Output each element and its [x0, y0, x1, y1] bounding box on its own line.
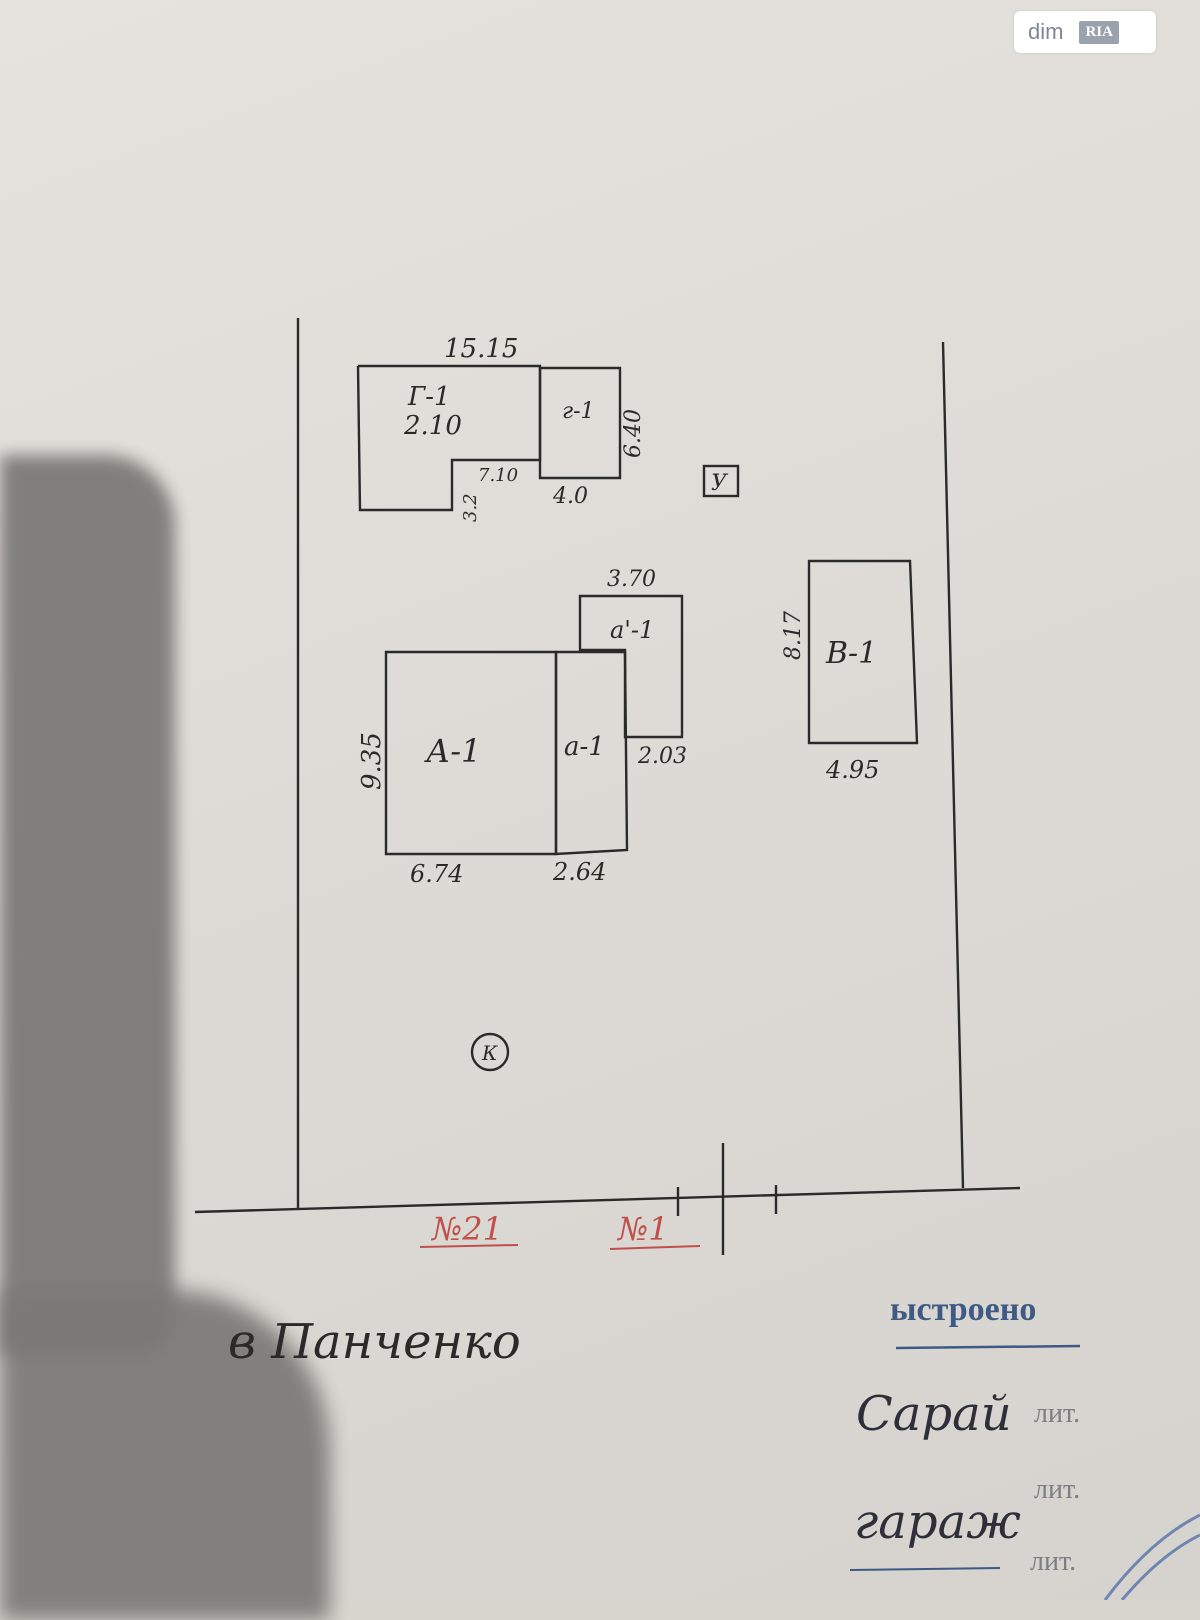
- street-boundary-line: [194, 1186, 1021, 1214]
- stamp-header-underline: [895, 1344, 1081, 1350]
- dim-building-B-bottom: 4.95: [825, 756, 879, 784]
- lot-21-underline: [419, 1244, 519, 1248]
- stamp-line1-print: лит.: [1034, 1398, 1080, 1429]
- dim-building-a-bottom: 2.64: [552, 858, 606, 886]
- hand-shadow: [0, 455, 175, 1355]
- dim-notch-vertical: 3.2: [460, 493, 481, 522]
- toilet-box: [702, 464, 740, 498]
- building-z-outline: [538, 366, 622, 480]
- dim-building-g: 2.10: [403, 411, 462, 441]
- stamp-line3-print: лит.: [1030, 1546, 1076, 1577]
- street-name: в Панченко: [228, 1314, 521, 1370]
- dim-building-z-right: 6.40: [621, 409, 646, 458]
- seal-corner: [1103, 1513, 1200, 1600]
- stamp-header: ыстроено: [890, 1291, 1036, 1328]
- dim-building-B-left: 8.17: [781, 611, 806, 660]
- building-B-outline: [807, 559, 919, 745]
- label-building-A: А-1: [424, 732, 481, 770]
- stamp-line2-hand: гараж: [854, 1494, 1021, 1550]
- building-g-outline: [356, 364, 542, 512]
- label-building-a: а-1: [564, 732, 605, 762]
- stamp-line2-print: лит.: [1034, 1474, 1080, 1505]
- watermark-badge: RIA: [1079, 20, 1119, 44]
- label-well: К: [481, 1041, 498, 1065]
- label-building-B: В-1: [825, 636, 877, 671]
- right-boundary-line: [941, 341, 965, 1189]
- lot-1-underline: [609, 1245, 701, 1250]
- dim-top-total: 15.15: [444, 334, 518, 364]
- building-a-outline: [554, 650, 629, 856]
- label-building-z: г-1: [562, 399, 595, 424]
- label-building-a-prime: а'-1: [610, 616, 654, 644]
- hand-shadow-lower: [0, 1290, 330, 1620]
- dim-a-prime-top: 3.70: [607, 567, 656, 592]
- well-circle: [470, 1032, 510, 1072]
- dim-building-A-bottom: 6.74: [410, 860, 463, 888]
- dim-ria-watermark: dim RIA: [1014, 11, 1156, 53]
- lot-number-21: №21: [430, 1210, 503, 1248]
- dim-notch-horizontal: 7.10: [478, 465, 518, 486]
- lot-number-1: №1: [616, 1210, 669, 1248]
- stamp-line3-blank: [849, 1567, 1001, 1571]
- label-building-g: Г-1: [407, 382, 451, 412]
- label-toilet: У: [711, 471, 729, 496]
- dim-building-z-bottom: 4.0: [552, 484, 588, 509]
- stamp-line1-hand: Сарай: [856, 1386, 1012, 1442]
- dim-building-A-left: 9.35: [357, 732, 387, 790]
- dim-a-prime-right: 2.03: [637, 744, 687, 769]
- watermark-brand: dim: [1028, 19, 1064, 44]
